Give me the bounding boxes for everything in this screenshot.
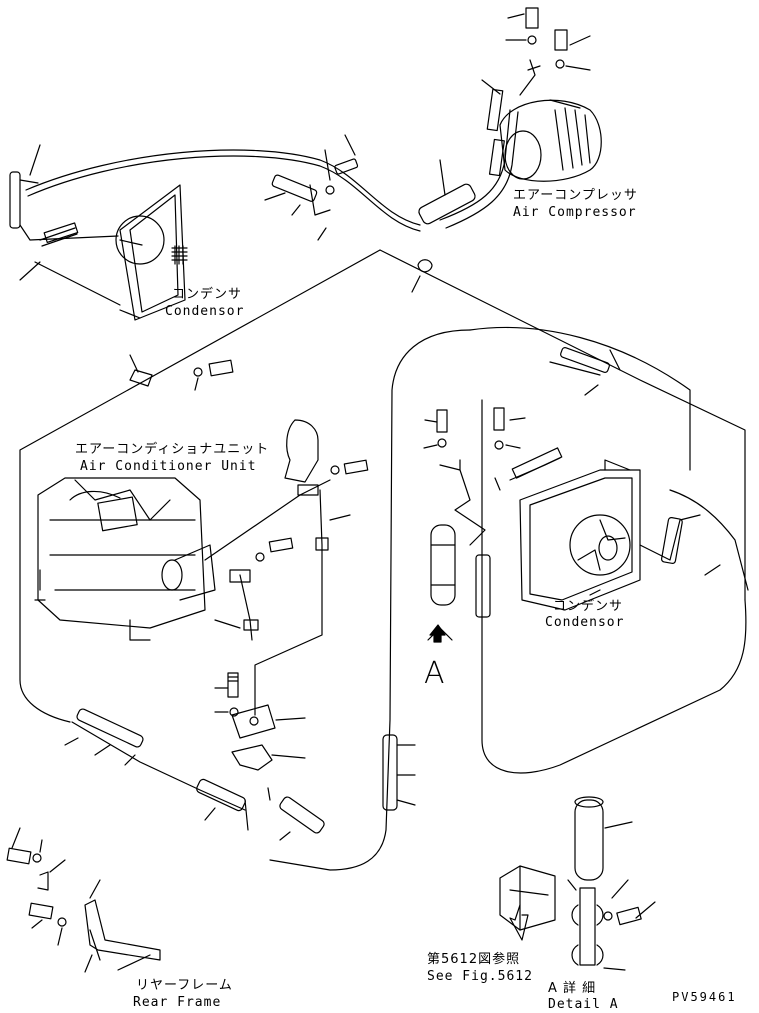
label-ac-unit-en: Air Conditioner Unit — [80, 459, 257, 474]
label-condensor-top-en: Condensor — [165, 304, 245, 319]
label-condensor-right-jp: コンデンサ — [553, 599, 624, 614]
hose-sleeve-compressor — [418, 159, 476, 225]
condensor-top — [115, 184, 188, 321]
label-ac-unit-jp: エアーコンディショナユニット — [75, 442, 270, 457]
bracket-see-fig — [499, 865, 556, 941]
air-conditioner-unit — [34, 477, 216, 641]
label-condensor-right-en: Condensor — [545, 615, 625, 630]
fittings-center-top — [264, 134, 433, 293]
drawing-number: PV59461 — [672, 990, 737, 1004]
label-air-compressor-en: Air Compressor — [513, 205, 637, 220]
condensor-right — [519, 346, 721, 611]
detail-a — [567, 796, 656, 971]
label-see-fig-en: See Fig.5612 — [427, 969, 533, 984]
view-arrow-a — [427, 624, 453, 643]
label-rear-frame-jp: リヤーフレーム — [136, 978, 233, 993]
label-rear-frame-en: Rear Frame — [133, 995, 222, 1010]
label-see-fig-jp: 第5612図参照 — [427, 952, 521, 967]
label-air-compressor-jp: エアーコンプレッサ — [513, 188, 638, 203]
hose-top-left — [9, 144, 121, 306]
air-compressor — [481, 7, 602, 182]
bolt-left — [129, 354, 234, 391]
hose-lower-left — [64, 708, 325, 841]
hose-middle-vertical — [382, 734, 416, 811]
rear-frame-parts — [6, 827, 161, 973]
label-detail-a-en: Detail A — [548, 997, 619, 1012]
label-detail-a-jp: A 詳 細 — [548, 981, 597, 996]
ac-fittings — [214, 419, 369, 771]
label-condensor-top-jp: コンデンサ — [172, 287, 243, 302]
label-view-a: A — [424, 656, 445, 691]
receiver-drier — [423, 407, 563, 618]
